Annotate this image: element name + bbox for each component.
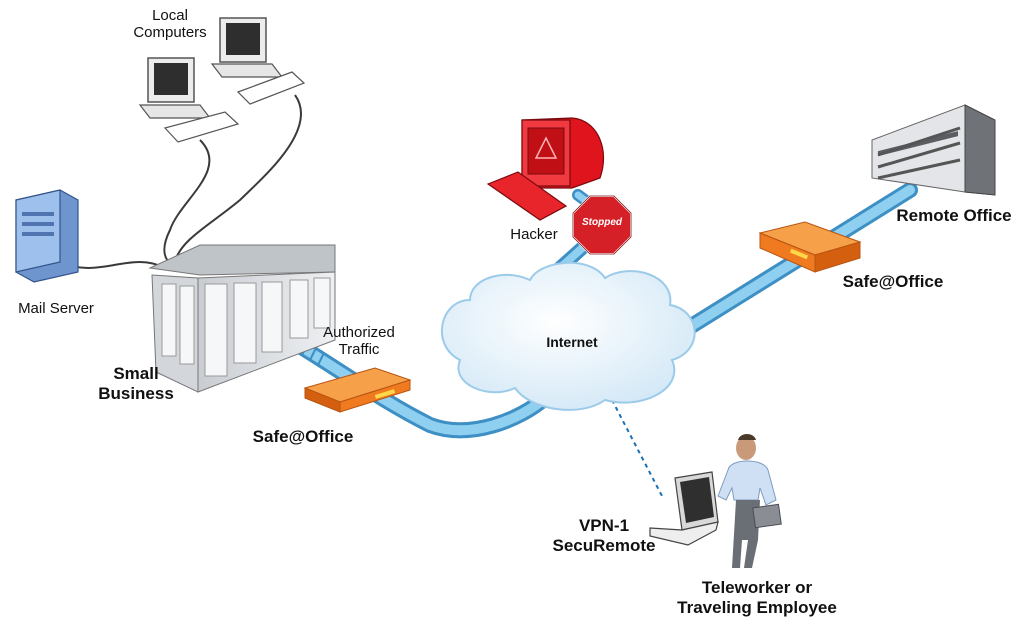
hacker-computer: [486, 117, 605, 221]
authorized-traffic-line-1: Authorized: [323, 324, 395, 341]
teleworker-line-2: Traveling Employee: [677, 597, 837, 617]
hacker-label: Hacker: [510, 226, 558, 243]
traveling-employee: [717, 434, 782, 568]
vpn-line-1: VPN-1: [578, 516, 630, 535]
safe-office-router-left: [303, 367, 412, 413]
mail-server-label: Mail Server: [18, 300, 94, 317]
authorized-traffic-line-2: Traffic: [338, 341, 380, 359]
remote-office-label: Remote Office: [896, 206, 1012, 225]
mail-server: [15, 189, 79, 283]
vpn-securemote-label: VPN-1 SecuRemote: [540, 516, 668, 555]
internet-cloud: [441, 261, 696, 411]
laptop: [649, 471, 719, 546]
local-computers-line-1: Local: [152, 7, 188, 24]
stop-sign-icon: [572, 195, 632, 255]
safe-office-left-label: Safe@Office: [252, 427, 354, 446]
authorized-traffic-label: Authorized Traffic: [312, 324, 406, 359]
small-business-line-2: Business: [98, 383, 174, 403]
small-business-building: [148, 244, 336, 393]
local-computers-label: Local Computers: [126, 7, 214, 42]
internet-label: Internet: [546, 334, 598, 350]
remote-office-building: [871, 104, 996, 196]
small-business-label: Small Business: [88, 364, 184, 403]
safe-office-right-label: Safe@Office: [842, 272, 944, 291]
vpn-line-2: SecuRemote: [552, 535, 656, 555]
safe-office-router-right: [758, 221, 862, 273]
local-computer-1: [138, 57, 240, 143]
teleworker-label: Teleworker or Traveling Employee: [660, 578, 854, 617]
stopped-label: Stopped: [582, 217, 622, 228]
lan-cables: [59, 94, 302, 269]
teleworker-line-1: Teleworker or: [701, 578, 813, 597]
small-business-line-1: Small: [113, 364, 159, 383]
local-computers-line-2: Computers: [133, 24, 207, 42]
vpn-tunnel-line: [611, 399, 663, 497]
local-computer-2: [210, 17, 306, 105]
